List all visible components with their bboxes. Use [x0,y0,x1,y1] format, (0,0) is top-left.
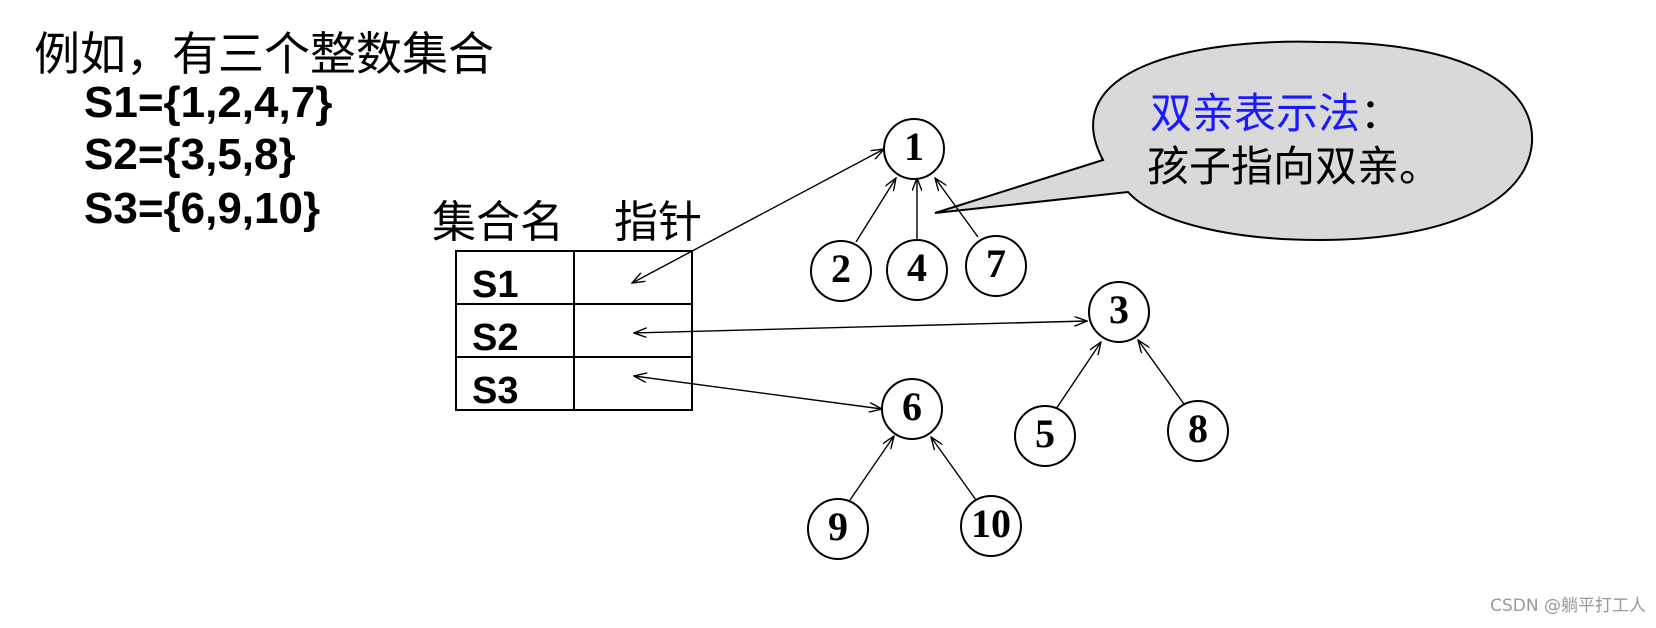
svg-text:7: 7 [986,241,1006,286]
tree-node-5: 5 [1014,405,1076,467]
table-row-s2-label: S2 [472,317,518,359]
set-s2-text: S2={3,5,8} [84,130,296,179]
svg-text:8: 8 [1188,406,1208,451]
table-header-name: 集合名 [432,197,564,248]
edge-7-to-1 [935,178,979,238]
tree-node-10: 10 [960,495,1022,557]
table-row-s1-label: S1 [472,264,518,306]
callout-bubble [934,40,1534,242]
edge-10-to-6 [931,437,977,501]
tree-node-2: 2 [810,240,872,302]
tree-node-1: 1 [883,118,945,180]
svg-text:6: 6 [902,384,922,429]
set-s1-text: S1={1,2,4,7} [84,78,333,127]
table-row-s3-label: S3 [472,370,518,412]
svg-text:10: 10 [971,501,1011,546]
edge-9-to-6 [849,436,894,501]
tree-node-3: 3 [1088,281,1150,343]
edge-5-to-3 [1055,342,1101,410]
tree-node-4: 4 [886,239,948,301]
tree-node-8: 8 [1167,400,1229,462]
svg-text:5: 5 [1035,411,1055,456]
intro-text: 例如，有三个整数集合 [34,27,494,81]
svg-text:3: 3 [1109,287,1129,332]
edge-8-to-3 [1138,340,1185,405]
svg-text:9: 9 [828,504,848,549]
pointer-arrow-s3 [634,376,882,409]
watermark-text: CSDN @躺平打工人 [1490,596,1646,616]
tree-node-7: 7 [965,235,1027,297]
tree-node-9: 9 [807,498,869,560]
svg-text:4: 4 [907,245,927,290]
svg-text:1: 1 [904,124,924,169]
svg-text:2: 2 [831,246,851,291]
set-table [455,250,693,411]
pointer-arrow-s2 [634,321,1087,333]
callout-title: 双亲表示法 [1150,89,1360,138]
pointer-arrow-s1 [632,149,884,283]
tree-node-6: 6 [881,378,943,440]
callout-title-line: 双亲表示法： [1150,89,1402,138]
callout-colon: ： [1360,89,1402,138]
set-s3-text: S3={6,9,10} [84,184,321,233]
edge-2-to-1 [855,178,896,243]
callout-body: 孩子指向双亲。 [1147,142,1441,191]
